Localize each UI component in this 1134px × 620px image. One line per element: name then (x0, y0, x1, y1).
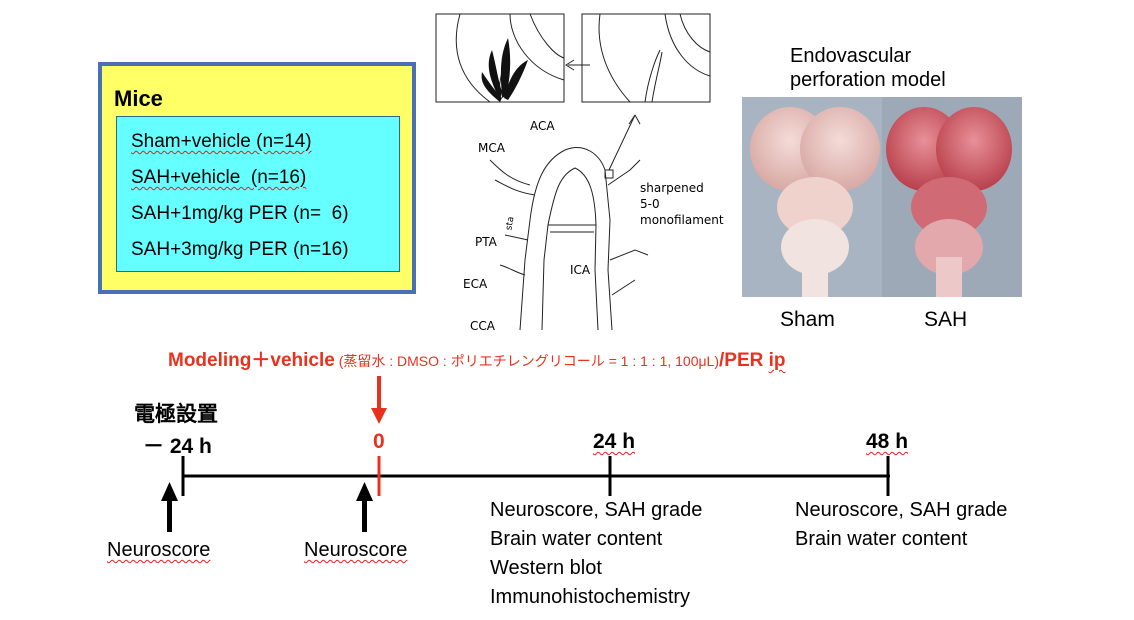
group-sham-vehicle: Sham+vehicle (n=14) (131, 131, 312, 152)
photo-title-line2: perforation model (790, 69, 946, 91)
label-aca: ACA (530, 119, 555, 133)
group-sah-3mg-per: SAH+3mg/kg PER (n=16) (131, 239, 349, 260)
neuroscore-arrow-zero (356, 482, 373, 532)
sham-brain (750, 107, 880, 297)
photo-title: Endovascular perforation model (790, 44, 990, 92)
brain-photo (742, 97, 1022, 297)
label-cca: CCA (470, 319, 496, 333)
modeling-main: Modeling＋vehicle (168, 350, 335, 371)
blood-spread-shape (481, 38, 528, 102)
label-filament-2: 5-0 (640, 197, 660, 211)
event-list-48h: Neuroscore, SAH grade Brain water conten… (795, 496, 1007, 554)
filament-inset-frame (581, 13, 711, 103)
label-pta: PTA (475, 235, 498, 249)
event-24h-item: Brain water content (490, 528, 663, 550)
label-mca: MCA (478, 141, 506, 155)
event-48h-item: Brain water content (795, 528, 968, 550)
group-sah-vehicle: SAH+vehicle (n=16) (131, 167, 307, 188)
time-label-minus24: － 24 h (143, 435, 212, 458)
event-24h-item: Neuroscore, SAH grade (490, 499, 703, 521)
event-minus24-neuroscore: Neuroscore (107, 539, 211, 561)
label-sham: Sham (780, 308, 835, 331)
time-label-zero: 0 (373, 430, 385, 453)
modeling-arrow (371, 376, 387, 424)
event-24h-item: Immunohistochemistry (490, 586, 691, 608)
label-filament-3: monofilament (640, 213, 724, 227)
label-sta: sta (504, 216, 516, 231)
modeling-suffix: /PER (719, 350, 769, 371)
group-sah-1mg-per: SAH+1mg/kg PER (n= 6) (131, 203, 349, 224)
group-list: Sham+vehicle (n=14) SAH+vehicle (n=16) S… (116, 116, 400, 272)
time-label-48: 48 h (866, 430, 909, 453)
modeling-route: ip (768, 350, 786, 371)
mice-title: Mice (114, 86, 163, 111)
time-label-24: 24 h (593, 430, 636, 453)
event-list-24h: Neuroscore, SAH grade Brain water conten… (490, 496, 702, 612)
modeling-description: Modeling＋vehicle (蒸留水 : DMSO : ポリエチレングリコ… (168, 345, 786, 372)
photo-title-line1: Endovascular (790, 45, 912, 67)
label-sah: SAH (924, 308, 968, 331)
event-24h-item: Western blot (490, 557, 602, 579)
label-filament-1: sharpened (640, 181, 704, 195)
electrode-label: 電極設置 (134, 403, 218, 426)
sah-brain (886, 107, 1012, 297)
event-48h-item: Neuroscore, SAH grade (795, 499, 1008, 521)
mice-groups-panel: Mice Sham+vehicle (n=14) SAH+vehicle (n=… (98, 62, 416, 294)
label-eca: ECA (463, 277, 488, 291)
event-zero-neuroscore: Neuroscore (304, 539, 408, 561)
neuroscore-arrow-minus24 (161, 482, 178, 532)
modeling-detail: (蒸留水 : DMSO : ポリエチレングリコール = 1 : 1 : 1, 1… (334, 353, 720, 369)
vascular-anatomy-diagram: ACA MCA PTA ECA CCA ICA sta sharpened 5-… (435, 13, 724, 333)
label-ica: ICA (570, 263, 591, 277)
timeline-graphic (161, 376, 890, 532)
